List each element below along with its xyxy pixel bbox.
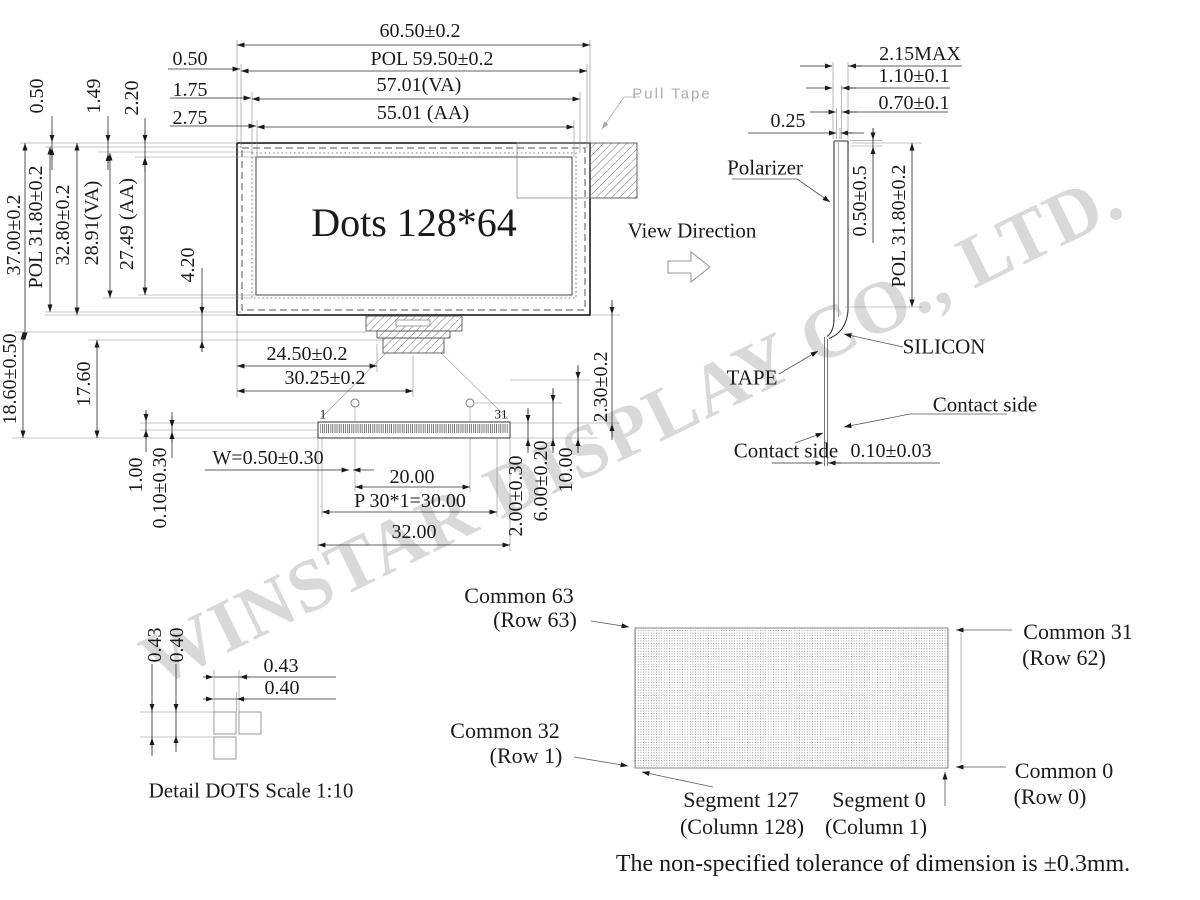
dot-matrix-area: [634, 627, 949, 769]
dim-pol-top-inset: 0.50±0.5: [849, 165, 871, 237]
detail-dim-pitch-v: 0.43: [144, 627, 166, 663]
dim-bottom-gap: 4.20: [177, 247, 199, 283]
row63-label: (Row 63): [493, 607, 577, 632]
view-direction-arrow: [667, 250, 711, 284]
polarizer-outline: [241, 147, 586, 311]
detail-dots-caption: Detail DOTS Scale 1:10: [148, 778, 354, 803]
row62-label: (Row 62): [1022, 645, 1106, 670]
dim-aa-width: 55.01 (AA): [376, 102, 470, 124]
dimension-lines: [20, 42, 962, 756]
viewing-area-outline: [251, 152, 577, 299]
active-area-outline: [255, 156, 573, 296]
pull-tape-inner: [516, 142, 591, 199]
dim-overall-width: 60.50±0.2: [379, 20, 461, 42]
dim-aa-height: 27.49 (AA): [116, 177, 138, 271]
dim-va-top-offset: 1.49: [83, 78, 105, 114]
detail-dim-size-v: 0.40: [166, 627, 188, 663]
contact-side-right-label: Contact side: [932, 392, 1038, 417]
front-view: [236, 142, 638, 439]
row1-label: (Row 1): [489, 743, 563, 768]
dim-tail-inner: 17.60: [73, 361, 95, 407]
dim-pol-height: POL 31.80±0.2: [25, 165, 47, 289]
tape-label: TAPE: [726, 365, 778, 390]
dim-pin-pitch: P 30*1=30.00: [354, 490, 466, 512]
dim-aa-top-offset: 2.20: [121, 80, 143, 116]
dim-pin-width: W=0.50±0.30: [212, 447, 324, 469]
dim-pol-left-offset: 0.50: [172, 48, 208, 70]
segment127-label: Segment 127: [683, 787, 799, 812]
dim-fpc-width: 32.00: [391, 521, 437, 543]
polarizer-label: Polarizer: [727, 155, 803, 180]
detail-dim-pitch-h: 0.43: [263, 655, 299, 677]
dim-cell-thickness: 0.70±0.1: [878, 92, 950, 114]
detail-dots-squares: [213, 711, 262, 760]
common31-label: Common 31: [1023, 619, 1133, 644]
leader-lines: [573, 96, 1012, 806]
dim-gap: 2.30±0.2: [590, 351, 612, 423]
pull-tape-hatch: [589, 142, 638, 199]
dim-pin-one: 1.00: [125, 457, 147, 493]
dim-contact-gap: 0.10±0.03: [850, 440, 932, 462]
contact-side-left-label: Contact side: [733, 438, 839, 463]
tape-slot: [395, 319, 431, 327]
dim-side-pol-height: POL 31.80±0.2: [888, 164, 910, 288]
segment0-label: Segment 0: [832, 787, 926, 812]
dim-pol-width: POL 59.50±0.2: [370, 48, 494, 70]
dim-tail-length: 18.60±0.50: [0, 333, 21, 425]
dim-max-thickness: 2.15MAX: [879, 43, 961, 65]
dim-pol-top-offset: 0.50: [26, 78, 48, 114]
dim-hole-edge: 6.00±0.20: [530, 440, 552, 522]
fpc-pins: [320, 424, 508, 433]
common32-label: Common 32: [450, 718, 560, 743]
dim-hole-pitch: 20.00: [389, 466, 435, 488]
tolerance-note: The non-specified tolerance of dimension…: [615, 851, 1131, 877]
dim-va-width: 57.01(VA): [376, 74, 462, 96]
column128-label: (Column 128): [679, 814, 805, 839]
column1-label: (Column 1): [824, 814, 928, 839]
hole-left: [350, 398, 360, 408]
pin-number-first: 1: [319, 406, 327, 422]
detail-dim-size-h: 0.40: [264, 677, 300, 699]
dim-fpc-length: 10.00: [555, 447, 577, 493]
dim-pin-offset: 0.10±0.30: [149, 447, 171, 529]
panel-outline: [236, 142, 591, 316]
pull-tape-label: Pull Tape: [632, 85, 712, 103]
connector-lip: [376, 330, 451, 339]
view-direction-label: View Direction: [627, 218, 757, 243]
display-resolution-text: Dots 128*64: [311, 200, 517, 245]
silicon-label: SILICON: [902, 334, 986, 359]
row0-label: (Row 0): [1013, 784, 1087, 809]
side-view: [667, 140, 849, 466]
common0-label: Common 0: [1014, 758, 1114, 783]
dim-glass-thickness: 1.10±0.1: [878, 65, 950, 87]
dim-overall-height: 37.00±0.2: [3, 194, 25, 276]
hole-right: [465, 398, 475, 408]
dim-fpc-thickness: 2.00±0.30: [505, 455, 527, 537]
pin-number-last: 31: [494, 406, 508, 422]
dim-va-height: 28.91(VA): [81, 180, 103, 266]
dim-tape-left: 24.50±0.2: [266, 343, 348, 365]
dim-connector: 30.25±0.2: [284, 367, 366, 389]
pull-tape-leader: [601, 96, 640, 130]
dim-pol-thickness: 0.25: [770, 110, 806, 132]
common63-label: Common 63: [464, 583, 574, 608]
dim-glass-height: 32.80±0.2: [52, 184, 74, 266]
dim-aa-left-offset: 2.75: [172, 107, 208, 129]
dim-va-left-offset: 1.75: [172, 79, 208, 101]
connector-body: [382, 337, 445, 354]
